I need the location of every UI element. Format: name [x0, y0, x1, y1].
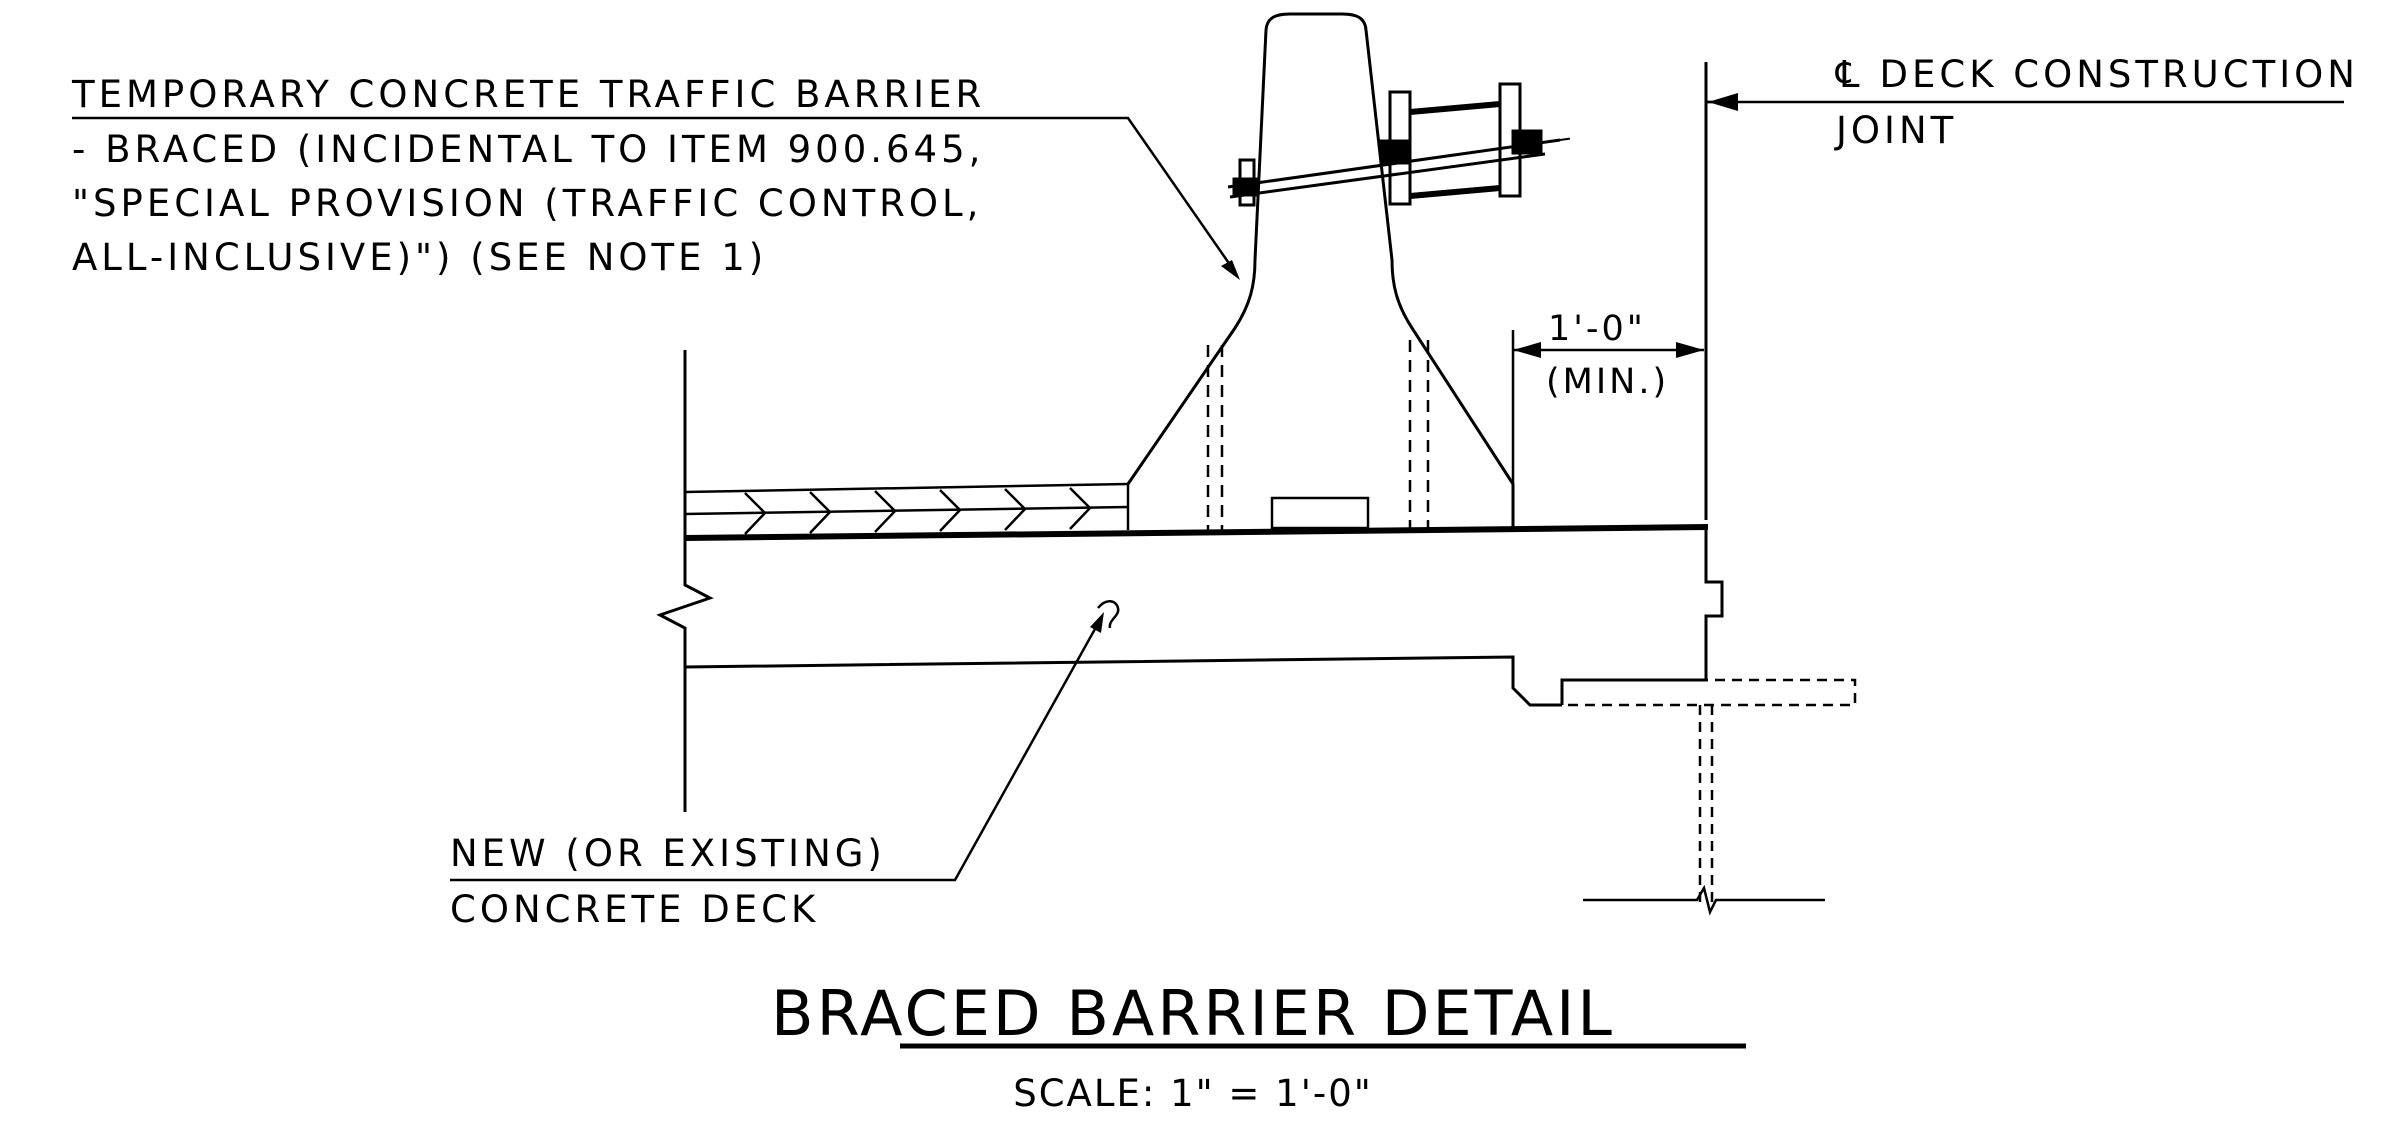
- deck-break-line: [656, 350, 714, 812]
- title-block: BRACED BARRIER DETAIL SCALE: 1" = 1'-0": [771, 977, 1746, 1115]
- wearing-surface-hatch: [939, 489, 962, 532]
- wearing-surface: [684, 482, 1130, 535]
- temporary-concrete-barrier: [1126, 12, 1515, 530]
- pier-break-line: [1583, 884, 1825, 916]
- dimension-value: 1'-0": [1548, 309, 1646, 349]
- dimension-arrow-left: [1513, 342, 1541, 358]
- barrier-outline: [1126, 12, 1515, 528]
- brace-left-nut: [1232, 177, 1260, 197]
- callout-barrier: TEMPORARY CONCRETE TRAFFIC BARRIER - BRA…: [71, 73, 1240, 280]
- callout-deck-line-1: NEW (OR EXISTING): [450, 832, 886, 875]
- brace-rod-bottom: [1229, 152, 1546, 199]
- wearing-surface-hatch: [744, 492, 767, 535]
- brace-frame-top-web: [1409, 101, 1501, 115]
- deck-bottom-edge: [684, 655, 1562, 707]
- callout-barrier-line-2: - BRACED (INCIDENTAL TO ITEM 900.645,: [72, 128, 984, 171]
- wearing-surface-hatch: [809, 491, 832, 534]
- deck-top-surface: [684, 524, 1709, 541]
- brace-frame-nut-right: [1511, 129, 1543, 155]
- deck-material-mark: [1097, 600, 1120, 629]
- wearing-surface-hatch: [1004, 488, 1027, 531]
- callout-deck-line-2: CONCRETE DECK: [450, 888, 819, 931]
- wearing-surface-hatch: [1069, 487, 1092, 530]
- dimension-qualifier: (MIN.): [1546, 362, 1669, 402]
- callout-barrier-line-4: ALL-INCLUSIVE)") (SEE NOTE 1): [72, 236, 767, 279]
- deck-joint-face: [1560, 527, 1724, 705]
- callout-joint-line-1: ℄ DECK CONSTRUCTION: [1835, 53, 2359, 96]
- wearing-surface-mid: [684, 505, 1129, 516]
- callout-barrier-line-1: TEMPORARY CONCRETE TRAFFIC BARRIER: [71, 73, 985, 116]
- brace-rod-centerline: [1559, 137, 1576, 141]
- detail-title: BRACED BARRIER DETAIL: [771, 977, 1615, 1050]
- callout-deck: NEW (OR EXISTING) CONCRETE DECK: [450, 612, 1104, 931]
- callout-joint-line-2: JOINT: [1834, 109, 1957, 152]
- callout-joint-arrowhead: [1708, 93, 1738, 111]
- callout-joint: ℄ DECK CONSTRUCTION JOINT: [1704, 53, 2359, 520]
- barrier-drainage-slot: [1270, 496, 1370, 530]
- callout-deck-leader: [450, 619, 1102, 882]
- callout-barrier-arrowhead: [1221, 260, 1240, 280]
- concrete-deck: [656, 350, 1857, 916]
- callout-barrier-leader: [72, 116, 1237, 273]
- brace-frame-bottom-web: [1409, 185, 1501, 199]
- detail-scale: SCALE: 1" = 1'-0": [1013, 1072, 1373, 1115]
- bracing-assembly: [1227, 82, 1576, 207]
- callout-barrier-line-3: "SPECIAL PROVISION (TRAFFIC CONTROL,: [72, 182, 982, 225]
- wearing-surface-top: [684, 482, 1129, 494]
- dimension-min-offset: 1'-0" (MIN.): [1511, 309, 1704, 528]
- callout-deck-arrowhead: [1090, 612, 1104, 633]
- dimension-arrow-right: [1676, 342, 1704, 358]
- adjacent-slab-hidden: [1562, 678, 1857, 707]
- wearing-surface-hatch: [874, 490, 897, 533]
- brace-frame-nut-left: [1379, 139, 1409, 165]
